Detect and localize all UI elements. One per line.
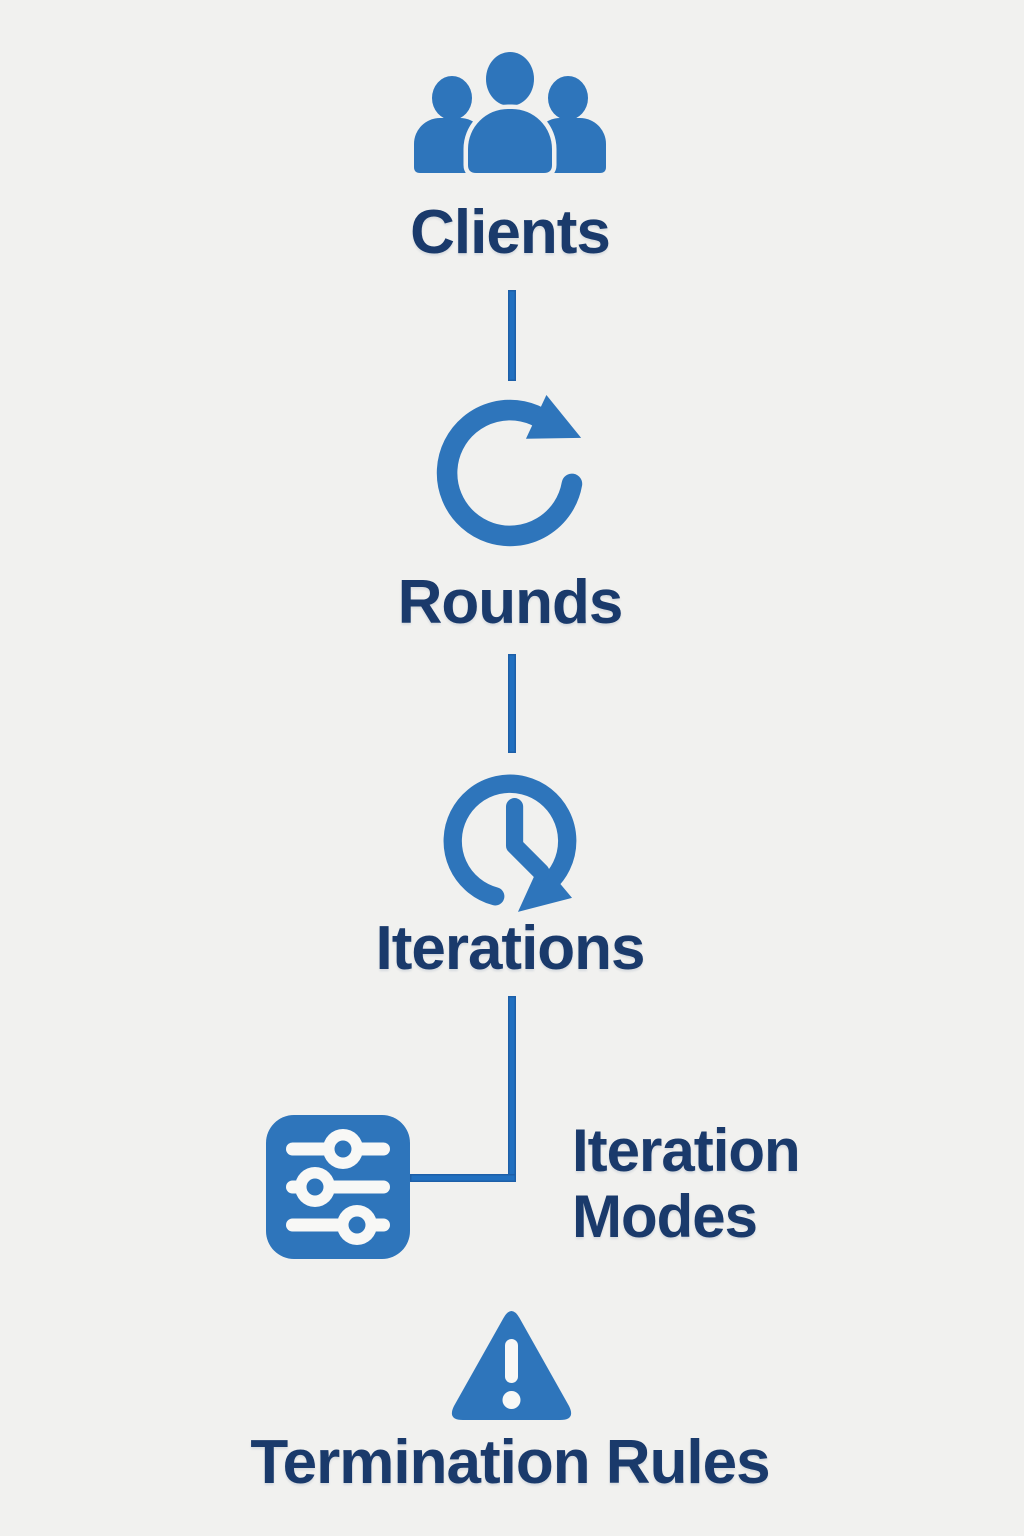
node-label-iteration-modes: Iteration Modes [572,1117,801,1250]
connector-iterations-modes-horizontal [410,1174,516,1182]
connector-clients-rounds [508,290,516,381]
node-label-iterations: Iterations [375,914,645,983]
refresh-clockwise-icon [436,394,583,547]
connector-rounds-iterations [508,654,516,753]
node-label-rounds: Rounds [397,568,624,637]
node-label-termination-rules: Termination Rules [250,1428,770,1497]
warning-triangle-icon [451,1311,572,1420]
node-label-clients: Clients [410,198,611,267]
users-icon [414,47,606,178]
connector-iterations-modes-vertical [508,996,516,1182]
sliders-icon [266,1115,410,1259]
clock-history-icon [443,774,577,912]
